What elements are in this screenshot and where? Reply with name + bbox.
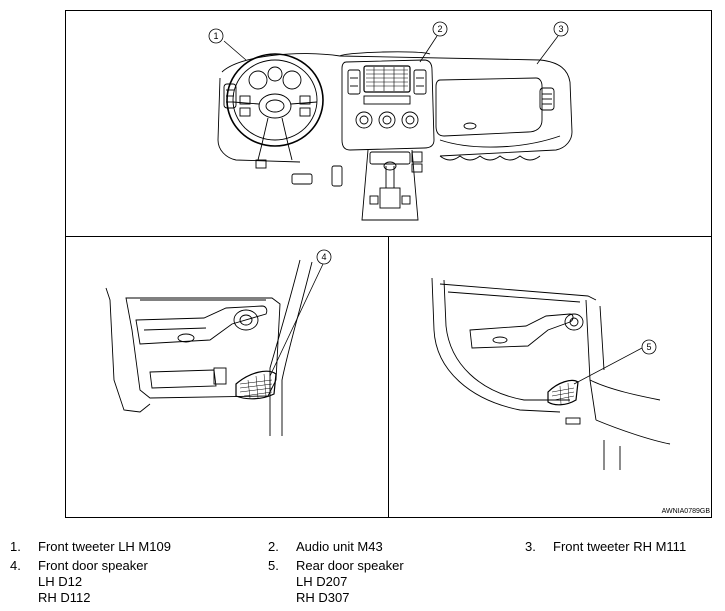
callout-circle-3: 3: [553, 21, 569, 37]
callout-circle-4: 4: [316, 249, 332, 265]
legend-number: 4.: [10, 558, 21, 573]
legend-text: Rear door speaker: [296, 558, 404, 573]
callout-circle-5: 5: [641, 339, 657, 355]
legend-subtext-rh: RH D112: [38, 590, 91, 605]
legend-subtext-rh: RH D307: [296, 590, 350, 605]
rear-door-drawing: [431, 277, 671, 470]
diagram-frame: [65, 10, 712, 518]
callout-circle-2: 2: [432, 21, 448, 37]
instrument-panel-drawing: [217, 51, 573, 221]
callout-label-4: 4: [321, 252, 326, 262]
callout-label-5: 5: [646, 342, 651, 352]
legend-number: 3.: [525, 539, 536, 554]
legend-text: Audio unit M43: [296, 539, 383, 554]
legend-number: 1.: [10, 539, 21, 554]
figure-code: AWNIA0789GB: [662, 508, 711, 515]
callout-circle-1: 1: [208, 28, 224, 44]
legend-text: Front tweeter LH M109: [38, 539, 171, 554]
callout-label-1: 1: [213, 31, 218, 41]
legend-text: Front tweeter RH M111: [553, 539, 687, 554]
legend-subtext-lh: LH D207: [296, 574, 348, 589]
legend-text-block: Rear door speaker LH D207 RH D307: [296, 558, 404, 606]
legend-text-block: Front door speaker LH D12 RH D112: [38, 558, 148, 606]
legend-number: 2.: [268, 539, 279, 554]
legend-subtext-lh: LH D12: [38, 574, 83, 589]
front-door-drawing: [105, 259, 313, 436]
callout-label-2: 2: [437, 24, 442, 34]
callout-label-3: 3: [558, 24, 563, 34]
legend-text: Front door speaker: [38, 558, 148, 573]
callouts: 1 2 3 4 5: [208, 21, 657, 385]
legend-number: 5.: [268, 558, 279, 573]
